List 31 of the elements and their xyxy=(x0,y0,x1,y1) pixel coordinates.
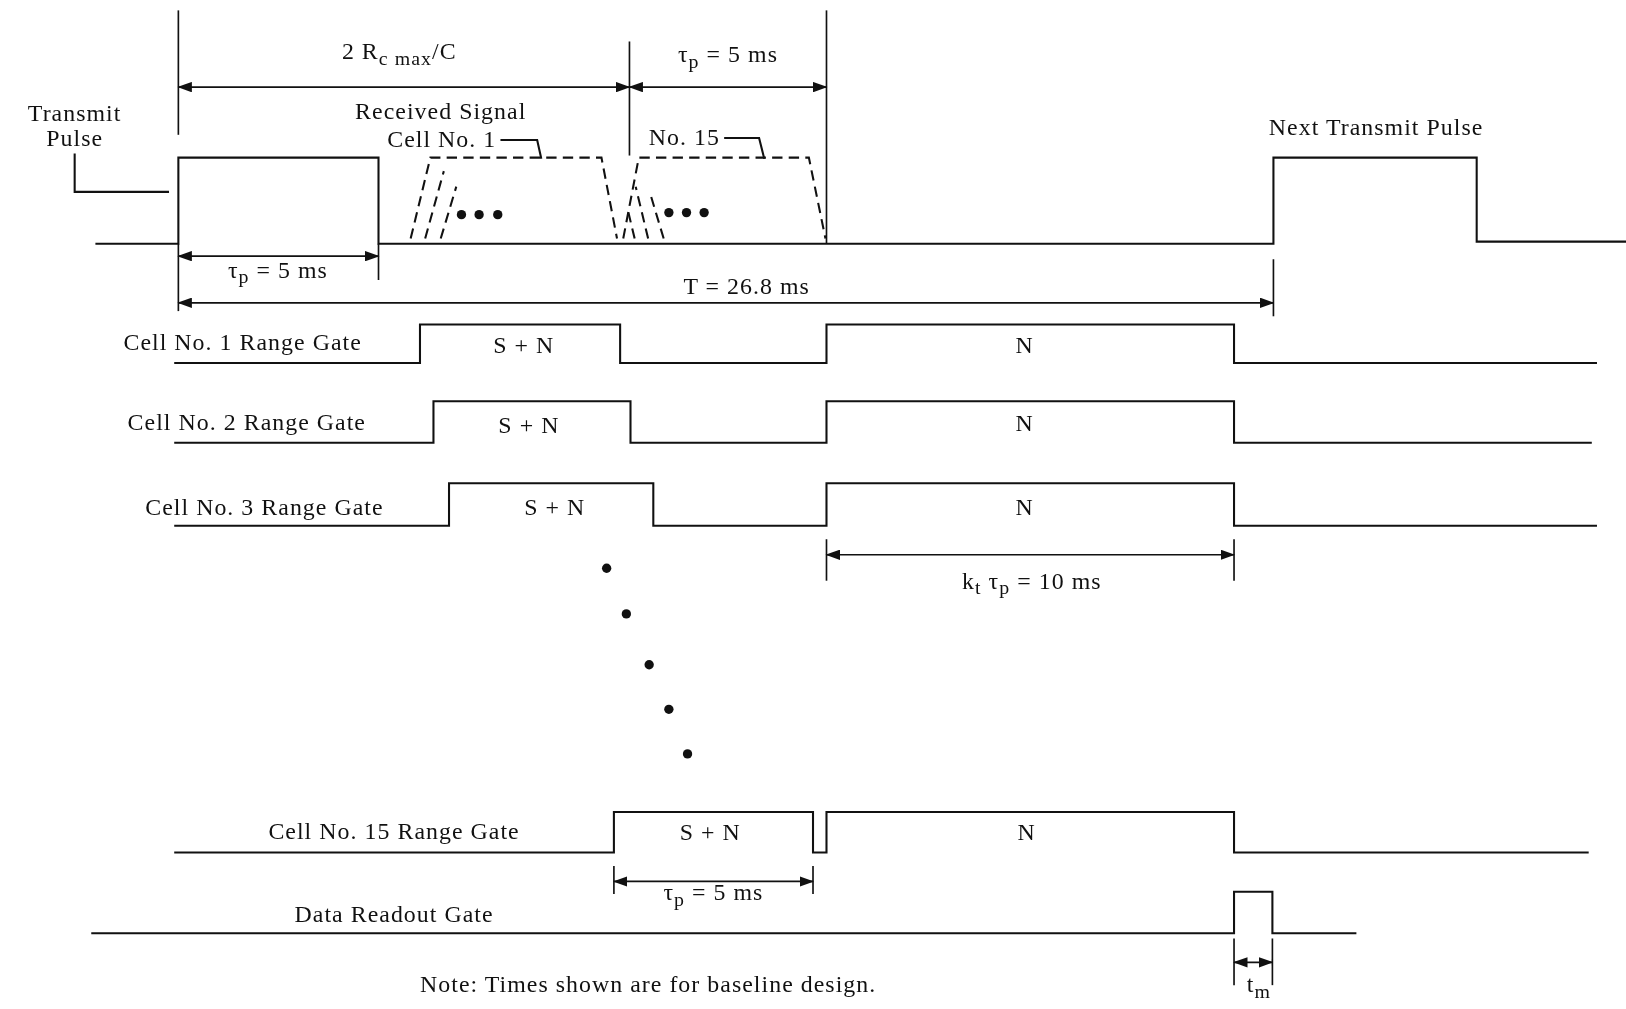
dimension-label: k$_{t}$ τ$_{p}$ = 10 ms xyxy=(962,568,1102,599)
gate-label: N xyxy=(1017,820,1036,846)
dimension-label: τ$_{p}$ = 5 ms xyxy=(663,880,764,910)
leader-line xyxy=(724,136,766,159)
note-text: Note: Times shown are for baseline design. xyxy=(420,972,877,998)
gate-label: S + N xyxy=(524,495,586,521)
dimension-label: 2 R$_{c max}$/C xyxy=(341,39,457,69)
leader-line xyxy=(500,138,543,159)
waveform-label: Cell No. 1 Range Gate xyxy=(123,330,362,356)
waveform-label: Cell No. 3 Range Gate xyxy=(145,495,384,521)
waveform-label: Cell No. 2 Range Gate xyxy=(127,410,366,436)
signal-label: Transmit Pulse xyxy=(7,101,143,152)
dimension-label: t$_{m}$ xyxy=(1246,972,1271,1003)
dimension-label: τ$_{p}$ = 5 ms xyxy=(227,257,328,288)
gate-label: S + N xyxy=(498,413,560,439)
gate-label: S + N xyxy=(679,820,741,846)
signal-label: Next Transmit Pulse xyxy=(1267,115,1485,141)
received-pulse-drawing xyxy=(409,156,619,239)
waveform-label: Cell No. 15 Range Gate xyxy=(268,819,520,845)
received-pulse-drawing xyxy=(622,156,827,239)
gate-label: N xyxy=(1015,411,1034,437)
gate-label: S + N xyxy=(493,332,555,358)
leader-line xyxy=(73,153,170,193)
dimension-label: T = 26.8 ms xyxy=(683,274,810,300)
signal-label: No. 15 xyxy=(648,125,720,151)
signal-label: Cell No. 1 xyxy=(387,127,497,153)
gate-label: N xyxy=(1015,495,1034,521)
gate-label: N xyxy=(1015,332,1034,358)
signal-label: Received Signal xyxy=(355,99,527,125)
waveform-label: Data Readout Gate xyxy=(294,902,494,928)
dimension-label: τ$_{p}$ = 5 ms xyxy=(678,42,778,72)
